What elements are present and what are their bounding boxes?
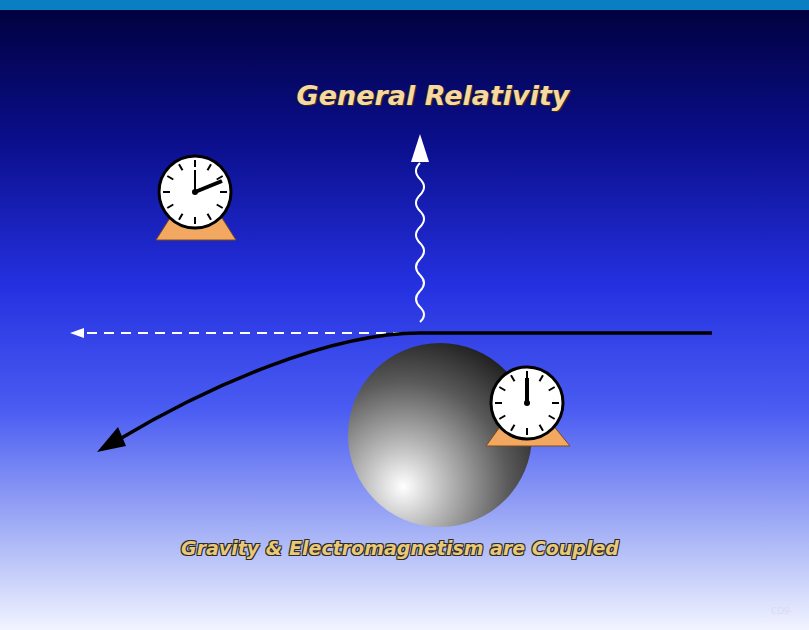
clock-far [156, 156, 236, 240]
diagram-caption: Gravity & Electromagnetism are Coupled [181, 537, 619, 559]
photon-wave [416, 163, 424, 322]
bent-path [118, 333, 712, 440]
arrow-head [411, 134, 429, 162]
watermark-label: CD9- [771, 606, 793, 616]
arrow-head [97, 427, 126, 452]
diagram-title: General Relativity [297, 80, 570, 111]
dashed-path [82, 332, 420, 334]
clock-near [486, 367, 570, 446]
top-bar [0, 0, 809, 10]
arrow-head [70, 328, 84, 338]
